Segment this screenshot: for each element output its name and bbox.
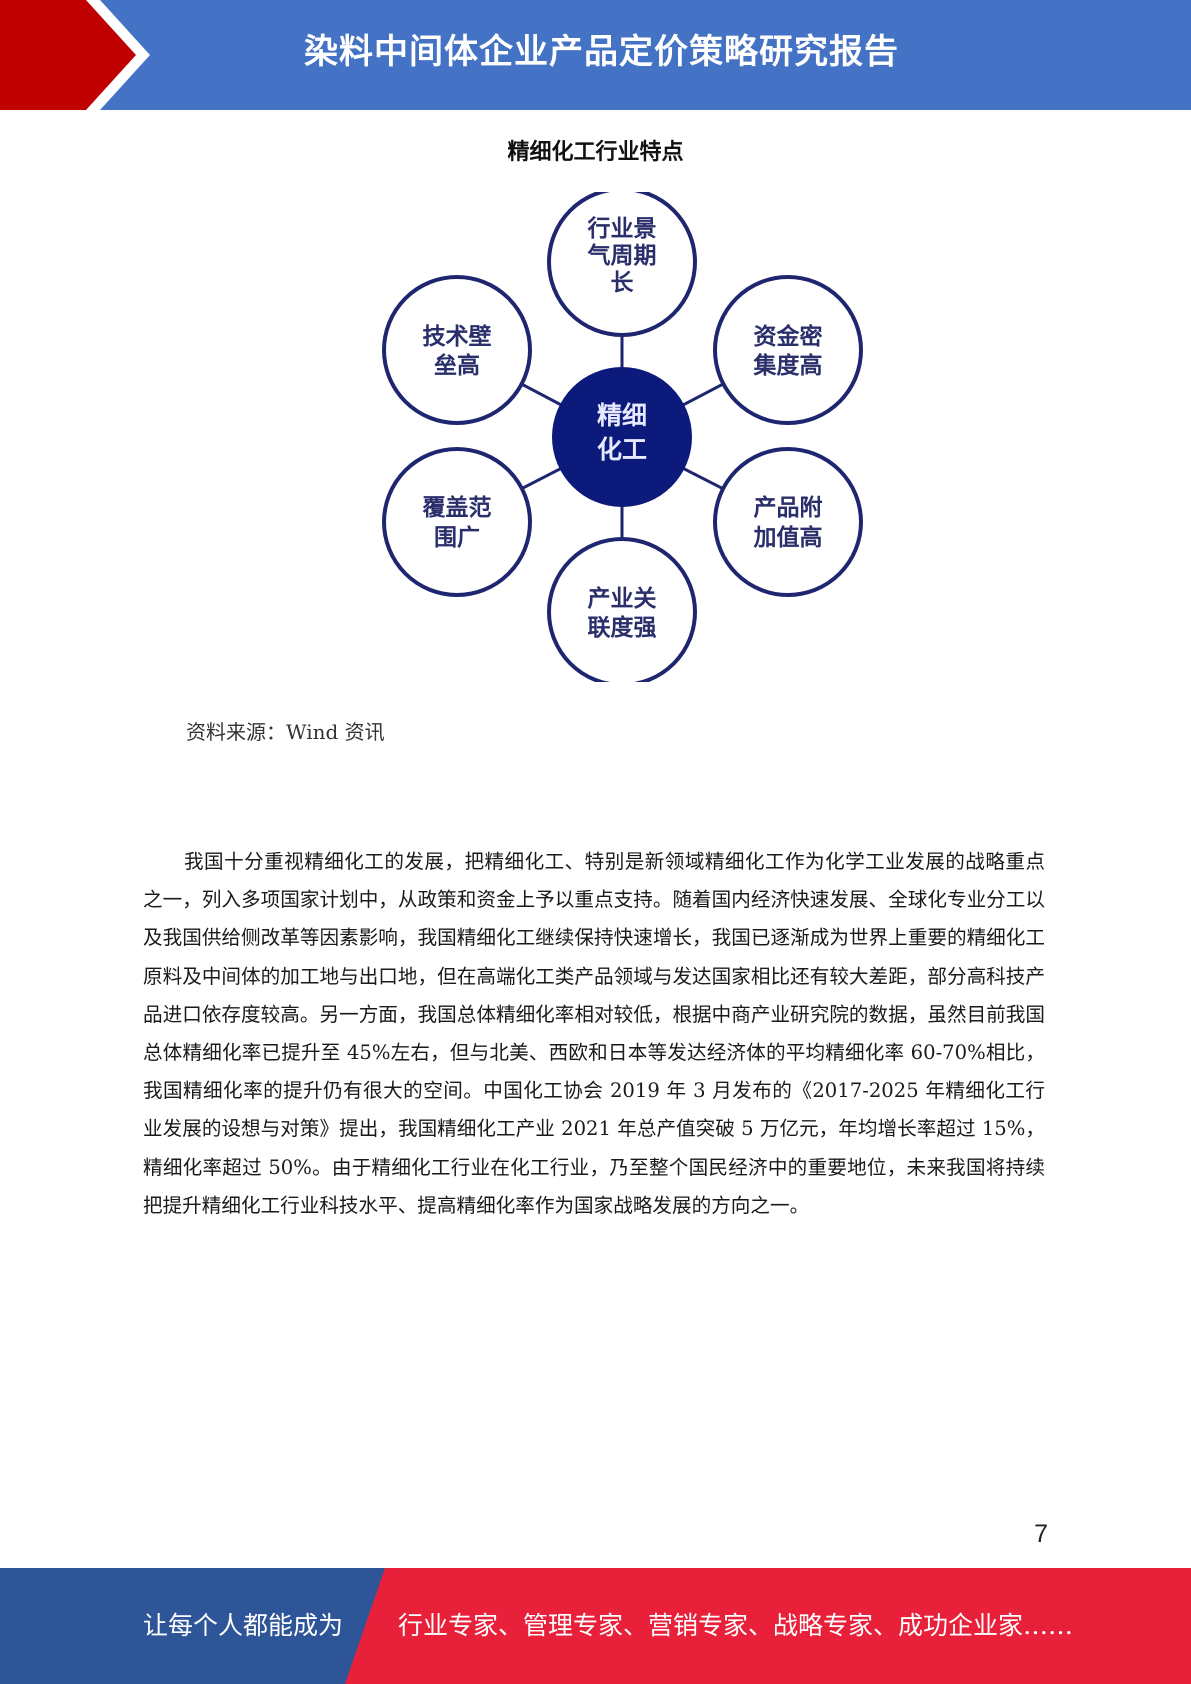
page-number: 7 [1034, 1520, 1048, 1548]
diagram-node-lower-right: 产品附 加值高 [713, 447, 863, 597]
page-header: 染料中间体企业产品定价策略研究报告 [0, 0, 1191, 110]
node-circle [382, 275, 532, 425]
node-circle [547, 537, 697, 682]
footer-blue-band [0, 1568, 385, 1684]
header-banner-graphic [0, 0, 1191, 110]
node-label-line: 行业景 [587, 215, 657, 242]
node-label-line: 技术壁 [423, 323, 492, 350]
report-title: 染料中间体企业产品定价策略研究报告 [304, 32, 899, 72]
node-circle [713, 275, 863, 425]
figure-title: 精细化工行业特点 [507, 140, 684, 165]
node-label-line: 加值高 [753, 524, 823, 551]
node-label-line: 围广 [434, 524, 480, 551]
node-label-line: 长 [611, 270, 635, 296]
node-label-line: 气周期 [587, 242, 657, 269]
diagram-node-top: 行业景 气周期 长 [547, 192, 697, 337]
center-label-line: 精细 [597, 401, 647, 430]
node-label-line: 覆盖范 [422, 494, 492, 521]
node-label-line: 资金密 [754, 323, 823, 350]
header-blue-band [0, 0, 1191, 110]
page-footer: 让每个人都能成为 行业专家、管理专家、营销专家、战略专家、成功企业家…… [0, 1568, 1191, 1684]
node-circle [713, 447, 863, 597]
header-chevron-red [0, 0, 136, 110]
footer-slogan-left: 让每个人都能成为 [143, 1611, 344, 1640]
body-paragraph: 我国十分重视精细化工的发展，把精细化工、特别是新领域精细化工作为化学工业发展的战… [143, 850, 1045, 1217]
diagram-node-lower-left: 覆盖范 围广 [382, 447, 532, 597]
footer-banner-graphic [0, 1568, 1191, 1684]
node-circle [547, 192, 697, 337]
center-circle [552, 367, 692, 507]
node-label-line: 产业关 [588, 585, 657, 612]
node-label-line: 产品附 [754, 494, 823, 521]
node-label-line: 垒高 [434, 352, 480, 379]
diagram-node-upper-right: 资金密 集度高 [713, 275, 863, 425]
diagram-node-upper-left: 技术壁 垒高 [382, 275, 532, 425]
node-circle [382, 447, 532, 597]
footer-slogan-right: 行业专家、管理专家、营销专家、战略专家、成功企业家…… [398, 1611, 1074, 1640]
diagram-node-bottom: 产业关 联度强 [547, 537, 697, 682]
diagram-center-node: 精细 化工 [552, 367, 692, 507]
center-label-line: 化工 [597, 435, 647, 464]
figure-source: 资料来源：Wind 资讯 [186, 720, 385, 744]
fine-chemical-characteristics-diagram: 行业景 气周期 长 资金密 集度高 产品附 加值高 产业关 联度强 覆盖范 围广… [382, 192, 863, 682]
node-label-line: 集度高 [753, 352, 823, 379]
node-label-line: 联度强 [588, 614, 657, 641]
